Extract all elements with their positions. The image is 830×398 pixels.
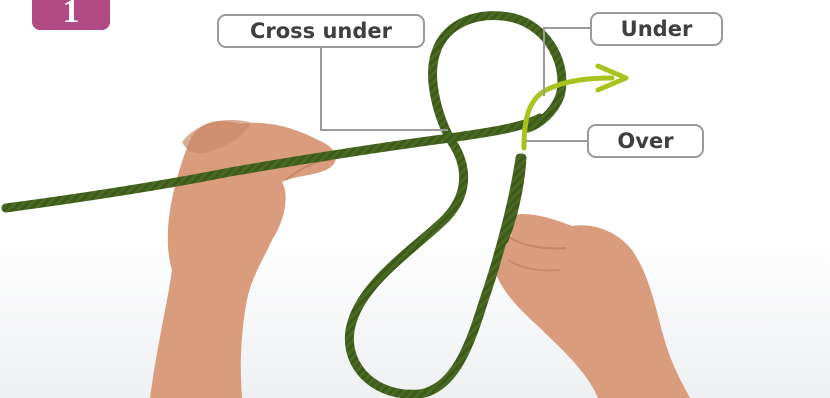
- label-over: Over: [587, 124, 704, 158]
- rope-top-loop: [433, 16, 562, 142]
- leader-line-cross-under: [321, 46, 448, 130]
- label-under: Under: [590, 12, 723, 46]
- step-number-badge: 1: [32, 0, 110, 30]
- floor-background: [0, 232, 830, 398]
- label-cross-under: Cross under: [217, 14, 425, 48]
